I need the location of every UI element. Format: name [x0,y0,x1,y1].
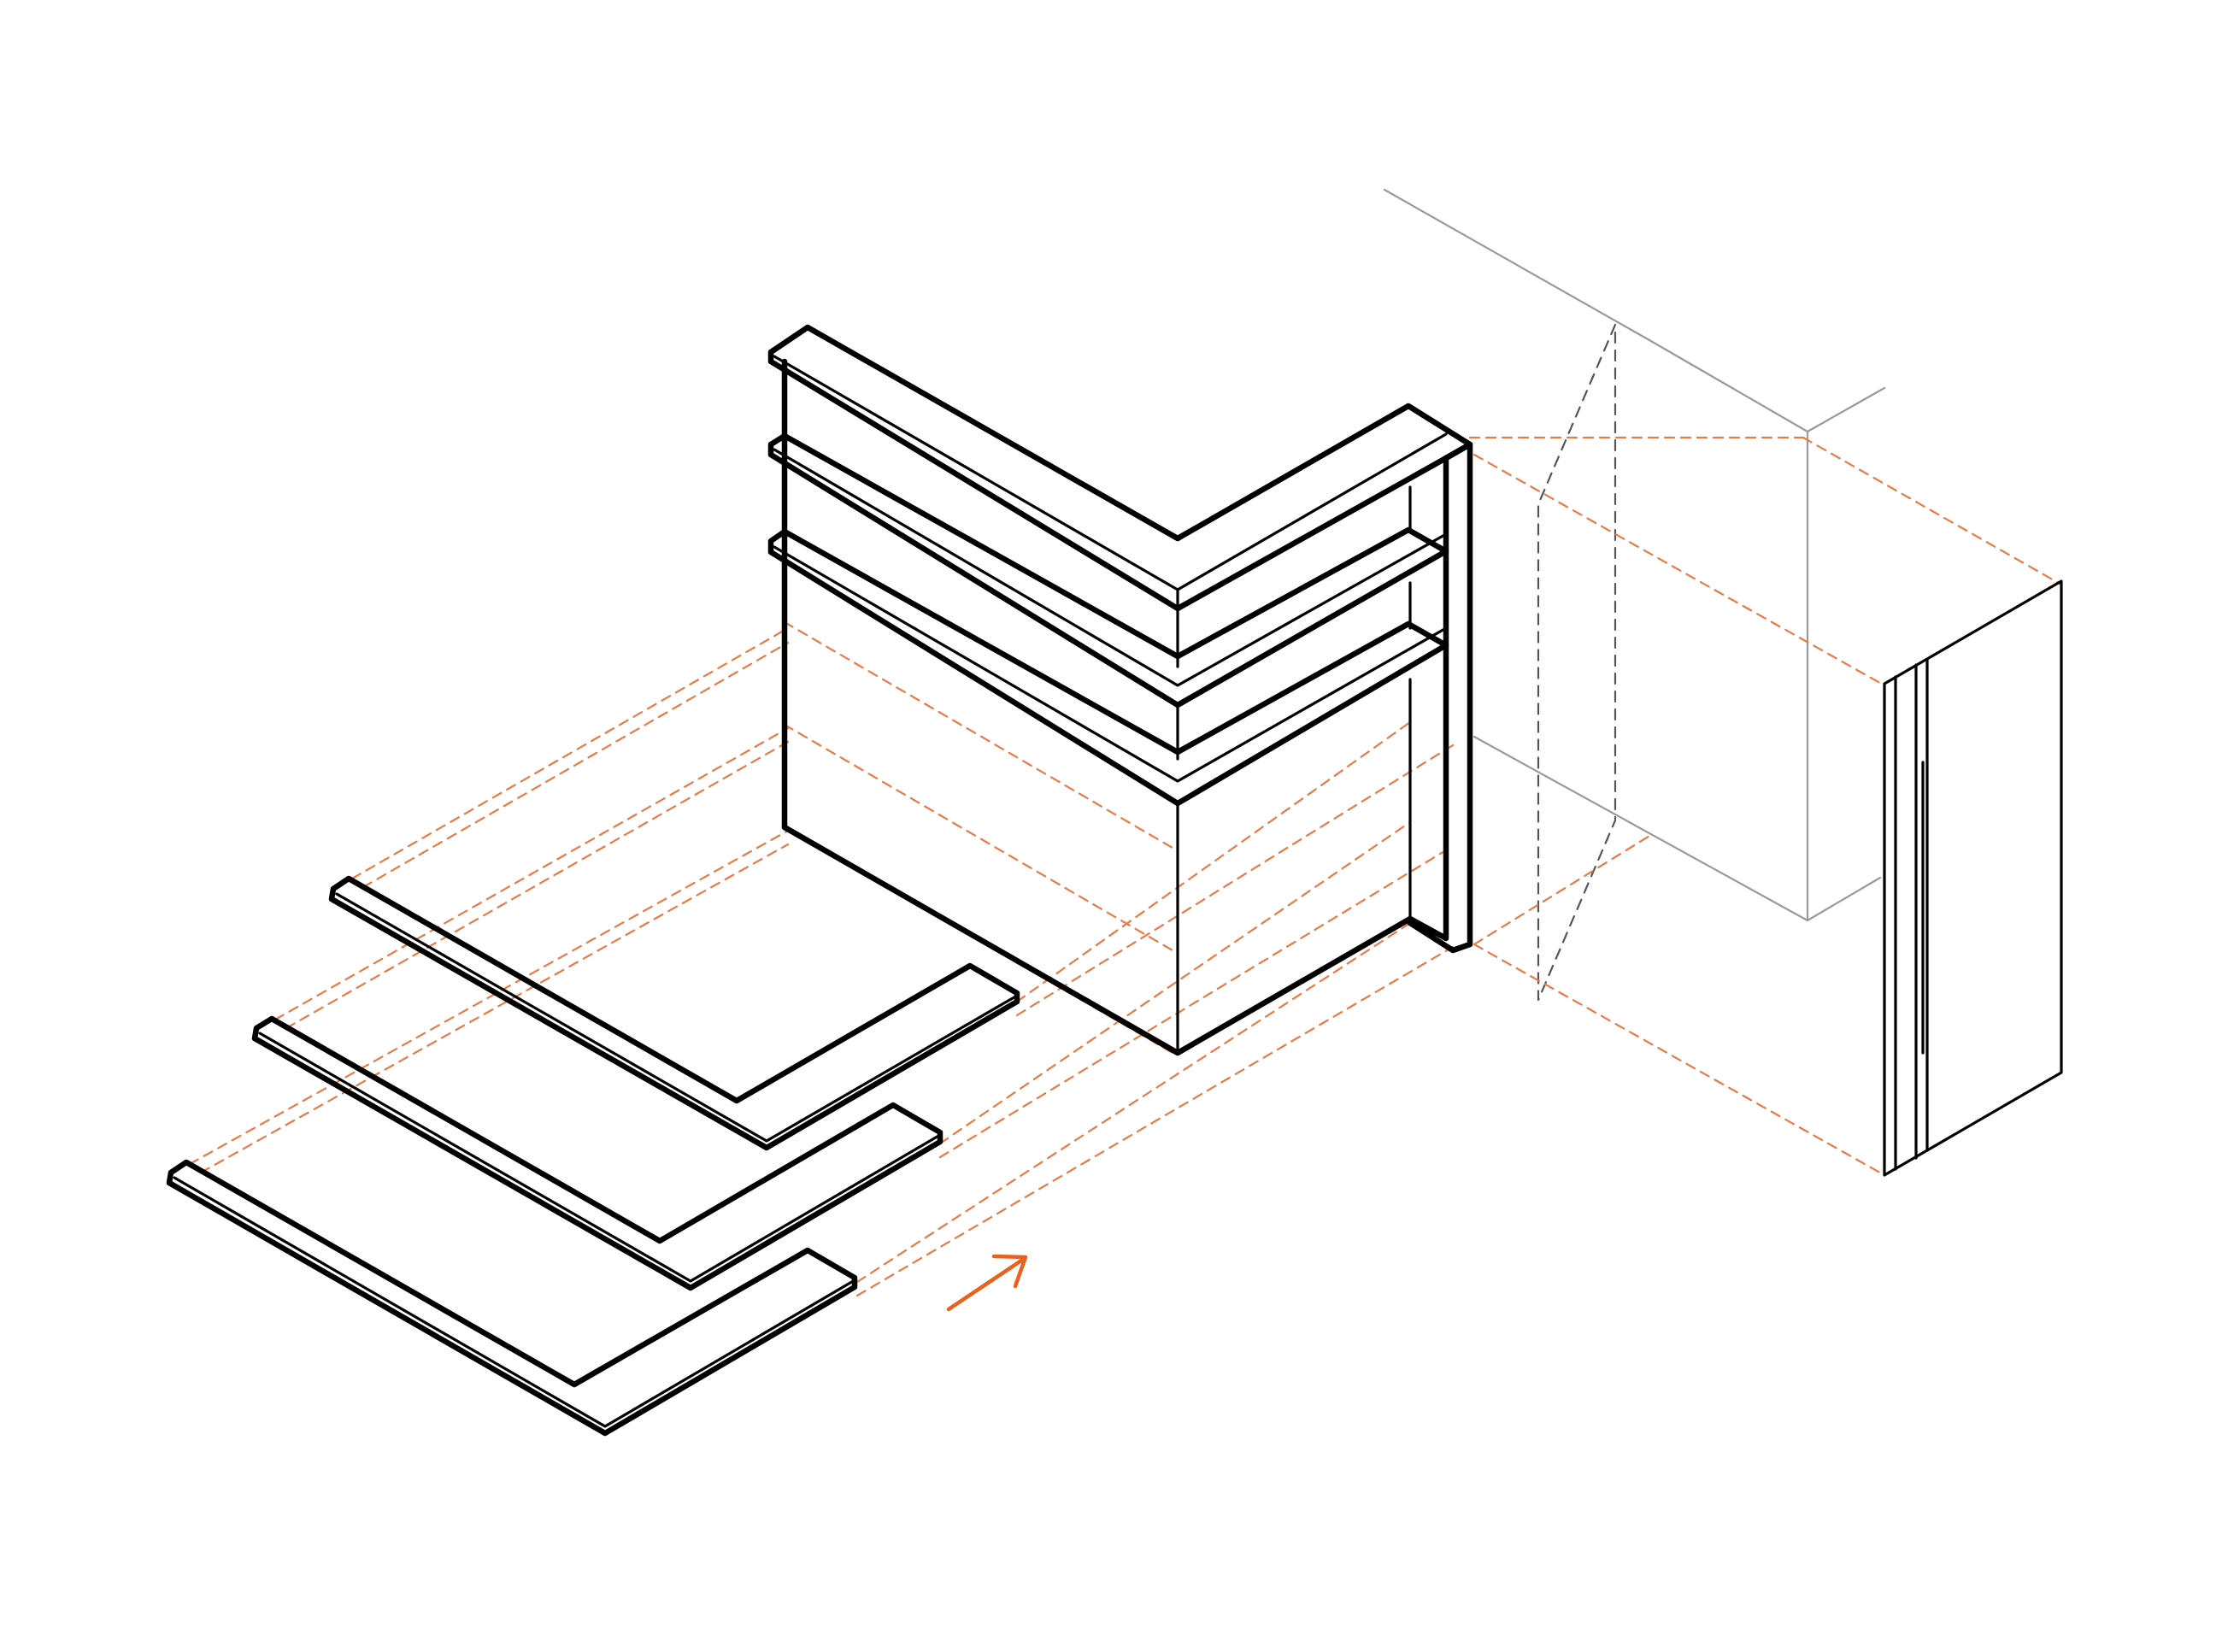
back-wall-outline [1383,188,1886,922]
main-shelving-unit [767,324,1473,1056]
arrow-up-right-icon [946,1254,1028,1312]
shelf-board-3 [166,1159,858,1437]
wall-panel [1883,579,2063,1177]
shelf-board-2 [251,1015,943,1291]
shelf-board-1 [328,875,1020,1151]
cut-plane-guides [1537,323,1617,1002]
projection-guides [188,436,2063,1297]
